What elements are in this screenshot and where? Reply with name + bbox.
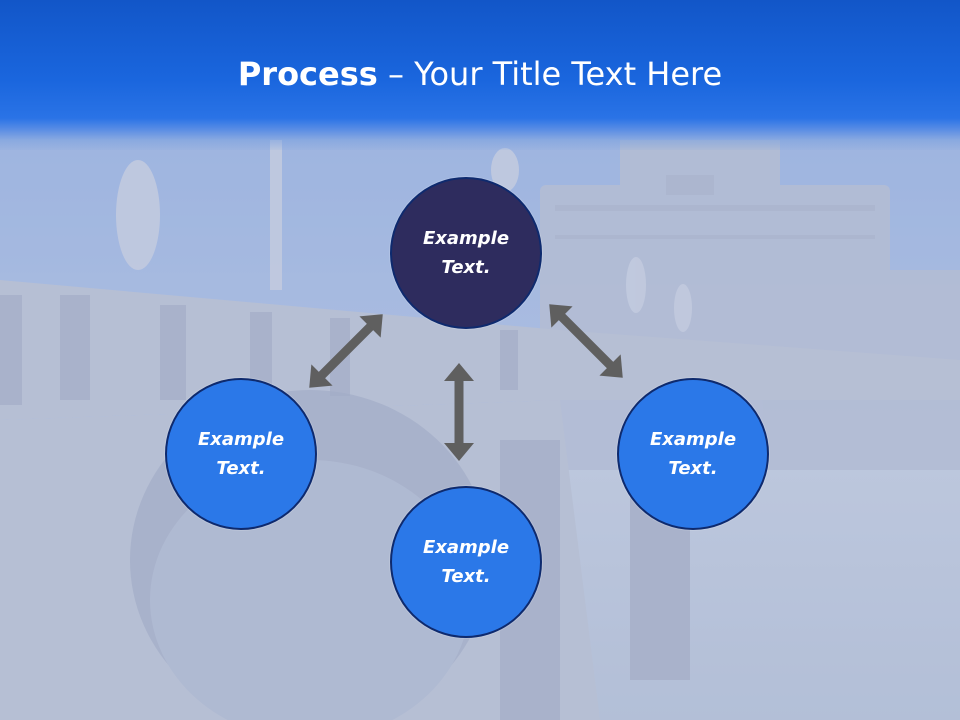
- title-rest-text: Your Title Text Here: [414, 55, 723, 93]
- title-bold-text: Process: [237, 55, 378, 93]
- arrow-center-right: [549, 304, 623, 378]
- node-label-right: Example Text.: [649, 429, 737, 479]
- slide-title: Process – Your Title Text Here: [0, 52, 960, 96]
- process-node-bottom: Example Text.: [390, 486, 542, 638]
- arrow-center-left: [309, 314, 383, 388]
- arrow-center-bottom: [444, 363, 474, 461]
- node-label-center: Example Text.: [422, 228, 510, 278]
- process-node-right: Example Text.: [617, 378, 769, 530]
- node-label-bottom: Example Text.: [422, 537, 510, 587]
- node-label-left: Example Text.: [197, 429, 285, 479]
- title-bar: [0, 0, 960, 150]
- process-node-left: Example Text.: [165, 378, 317, 530]
- title-separator: –: [377, 55, 415, 93]
- process-node-center: Example Text.: [390, 177, 542, 329]
